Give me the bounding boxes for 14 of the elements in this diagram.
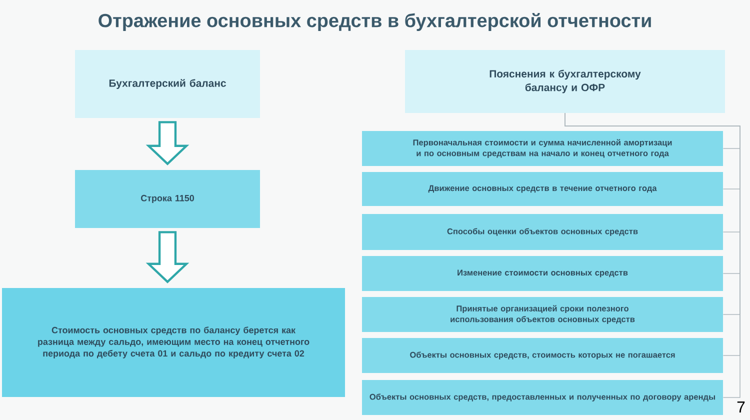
item-box: Принятые организацией сроки полезного использования объектов основных средств [362,297,723,332]
item-box: Изменение стоимости основных средств [362,256,723,291]
item-box: Объекты основных средств, стоимость которых не погашается [362,338,723,373]
block-arrow [146,121,190,166]
report-box: Бухгалтерский баланс [75,50,260,118]
item-box: Объекты основных средств, предоставленных и полученных по договору аренды [362,380,723,415]
explanation-box: Стоимость основных средств по балансу берется как разница между сальдо, имеющим место на конец отчетного периода по дебету счета 01 и сальдо по кредиту счета 02 [2,288,345,397]
item-box: Первоначальная стоимости и сумма начисленной амортизаци и по основным средствам на начало и конец отчетного года [362,131,723,166]
page-number: 7 [737,402,745,412]
item-box: Способы оценки объектов основных средств [362,214,723,250]
title: Отражение основных средств в бухгалтерской отчетности [98,13,651,31]
block-arrow [146,231,190,284]
item-box: Движение основных средств в течение отчетного года [362,172,723,206]
report-box: Пояснения к бухгалтерскому балансу и ОФР [405,50,725,113]
